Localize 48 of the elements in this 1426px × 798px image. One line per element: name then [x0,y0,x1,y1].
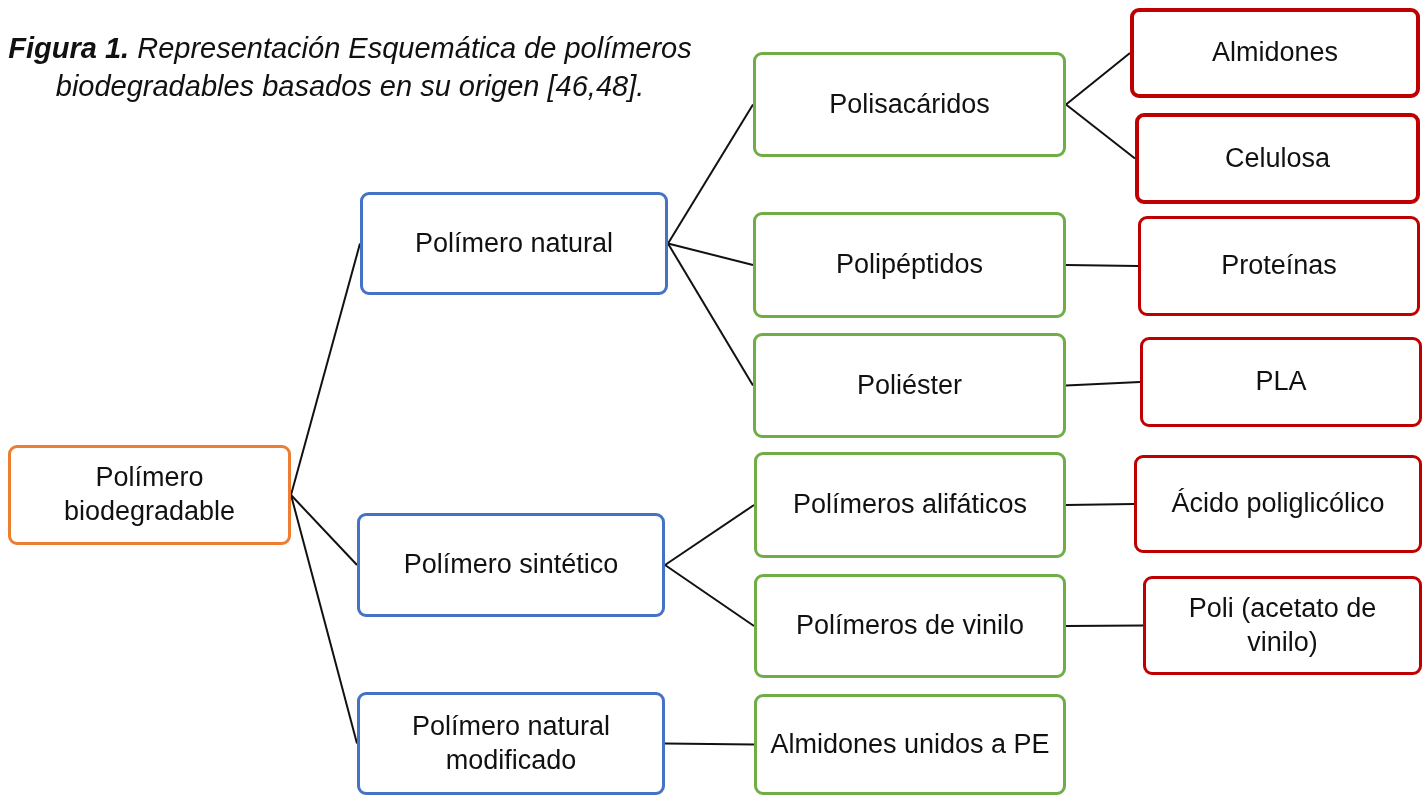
node-label: Polímero natural modificado [410,709,612,777]
category-box [753,52,1066,157]
connector-line [1065,503,1135,506]
category-box [1130,8,1420,98]
category-box [1135,113,1420,204]
connector-line [1065,381,1141,387]
node-label: Polímeros alifáticos [791,488,1029,522]
node-label: Polipéptidos [834,248,985,282]
node-label: Ácido poliglicólico [1170,487,1386,521]
category-box [754,574,1066,678]
connector-line [290,494,358,745]
category-box [753,333,1066,438]
connector-line [664,564,755,627]
category-box [1134,455,1422,553]
node-label: Almidones [1210,36,1340,70]
node-label: Polímero biodegradable [62,461,237,528]
connector-line [1065,52,1131,106]
node-label: Polímero sintético [402,548,620,582]
category-box [754,452,1066,558]
connector-line [664,504,755,566]
connector-line [1065,264,1139,267]
node-label: PLA [1254,365,1308,399]
category-box [8,445,291,545]
connector-line [667,242,754,387]
category-box [1143,576,1422,675]
node-label: Polímeros de vinilo [794,609,1026,643]
connector-line [290,242,361,496]
category-box [357,692,665,795]
node-label: Polisacáridos [828,87,991,121]
connector-line [290,494,358,566]
category-box [357,513,665,617]
node-label: Poli (acetato de vinilo) [1187,591,1378,659]
connector-line [1065,103,1136,160]
node-label: Polímero natural [413,226,615,260]
connector-line [667,242,754,266]
node-label: Celulosa [1223,141,1332,175]
connector-line [1065,624,1144,627]
node-label: Almidones unidos a PE [769,727,1051,761]
connector-line [667,103,754,245]
node-label: Proteínas [1220,249,1338,283]
category-box [753,212,1066,318]
category-box [1138,216,1420,316]
category-box [754,694,1066,795]
connector-line [664,742,755,746]
figure-caption: Figura 1. Representación Esquemática de polímeros biodegradables basados en su origen [46,48]. [7,31,693,104]
category-box [1140,337,1422,427]
category-box [360,192,668,295]
node-label: Poliéster [855,368,963,402]
